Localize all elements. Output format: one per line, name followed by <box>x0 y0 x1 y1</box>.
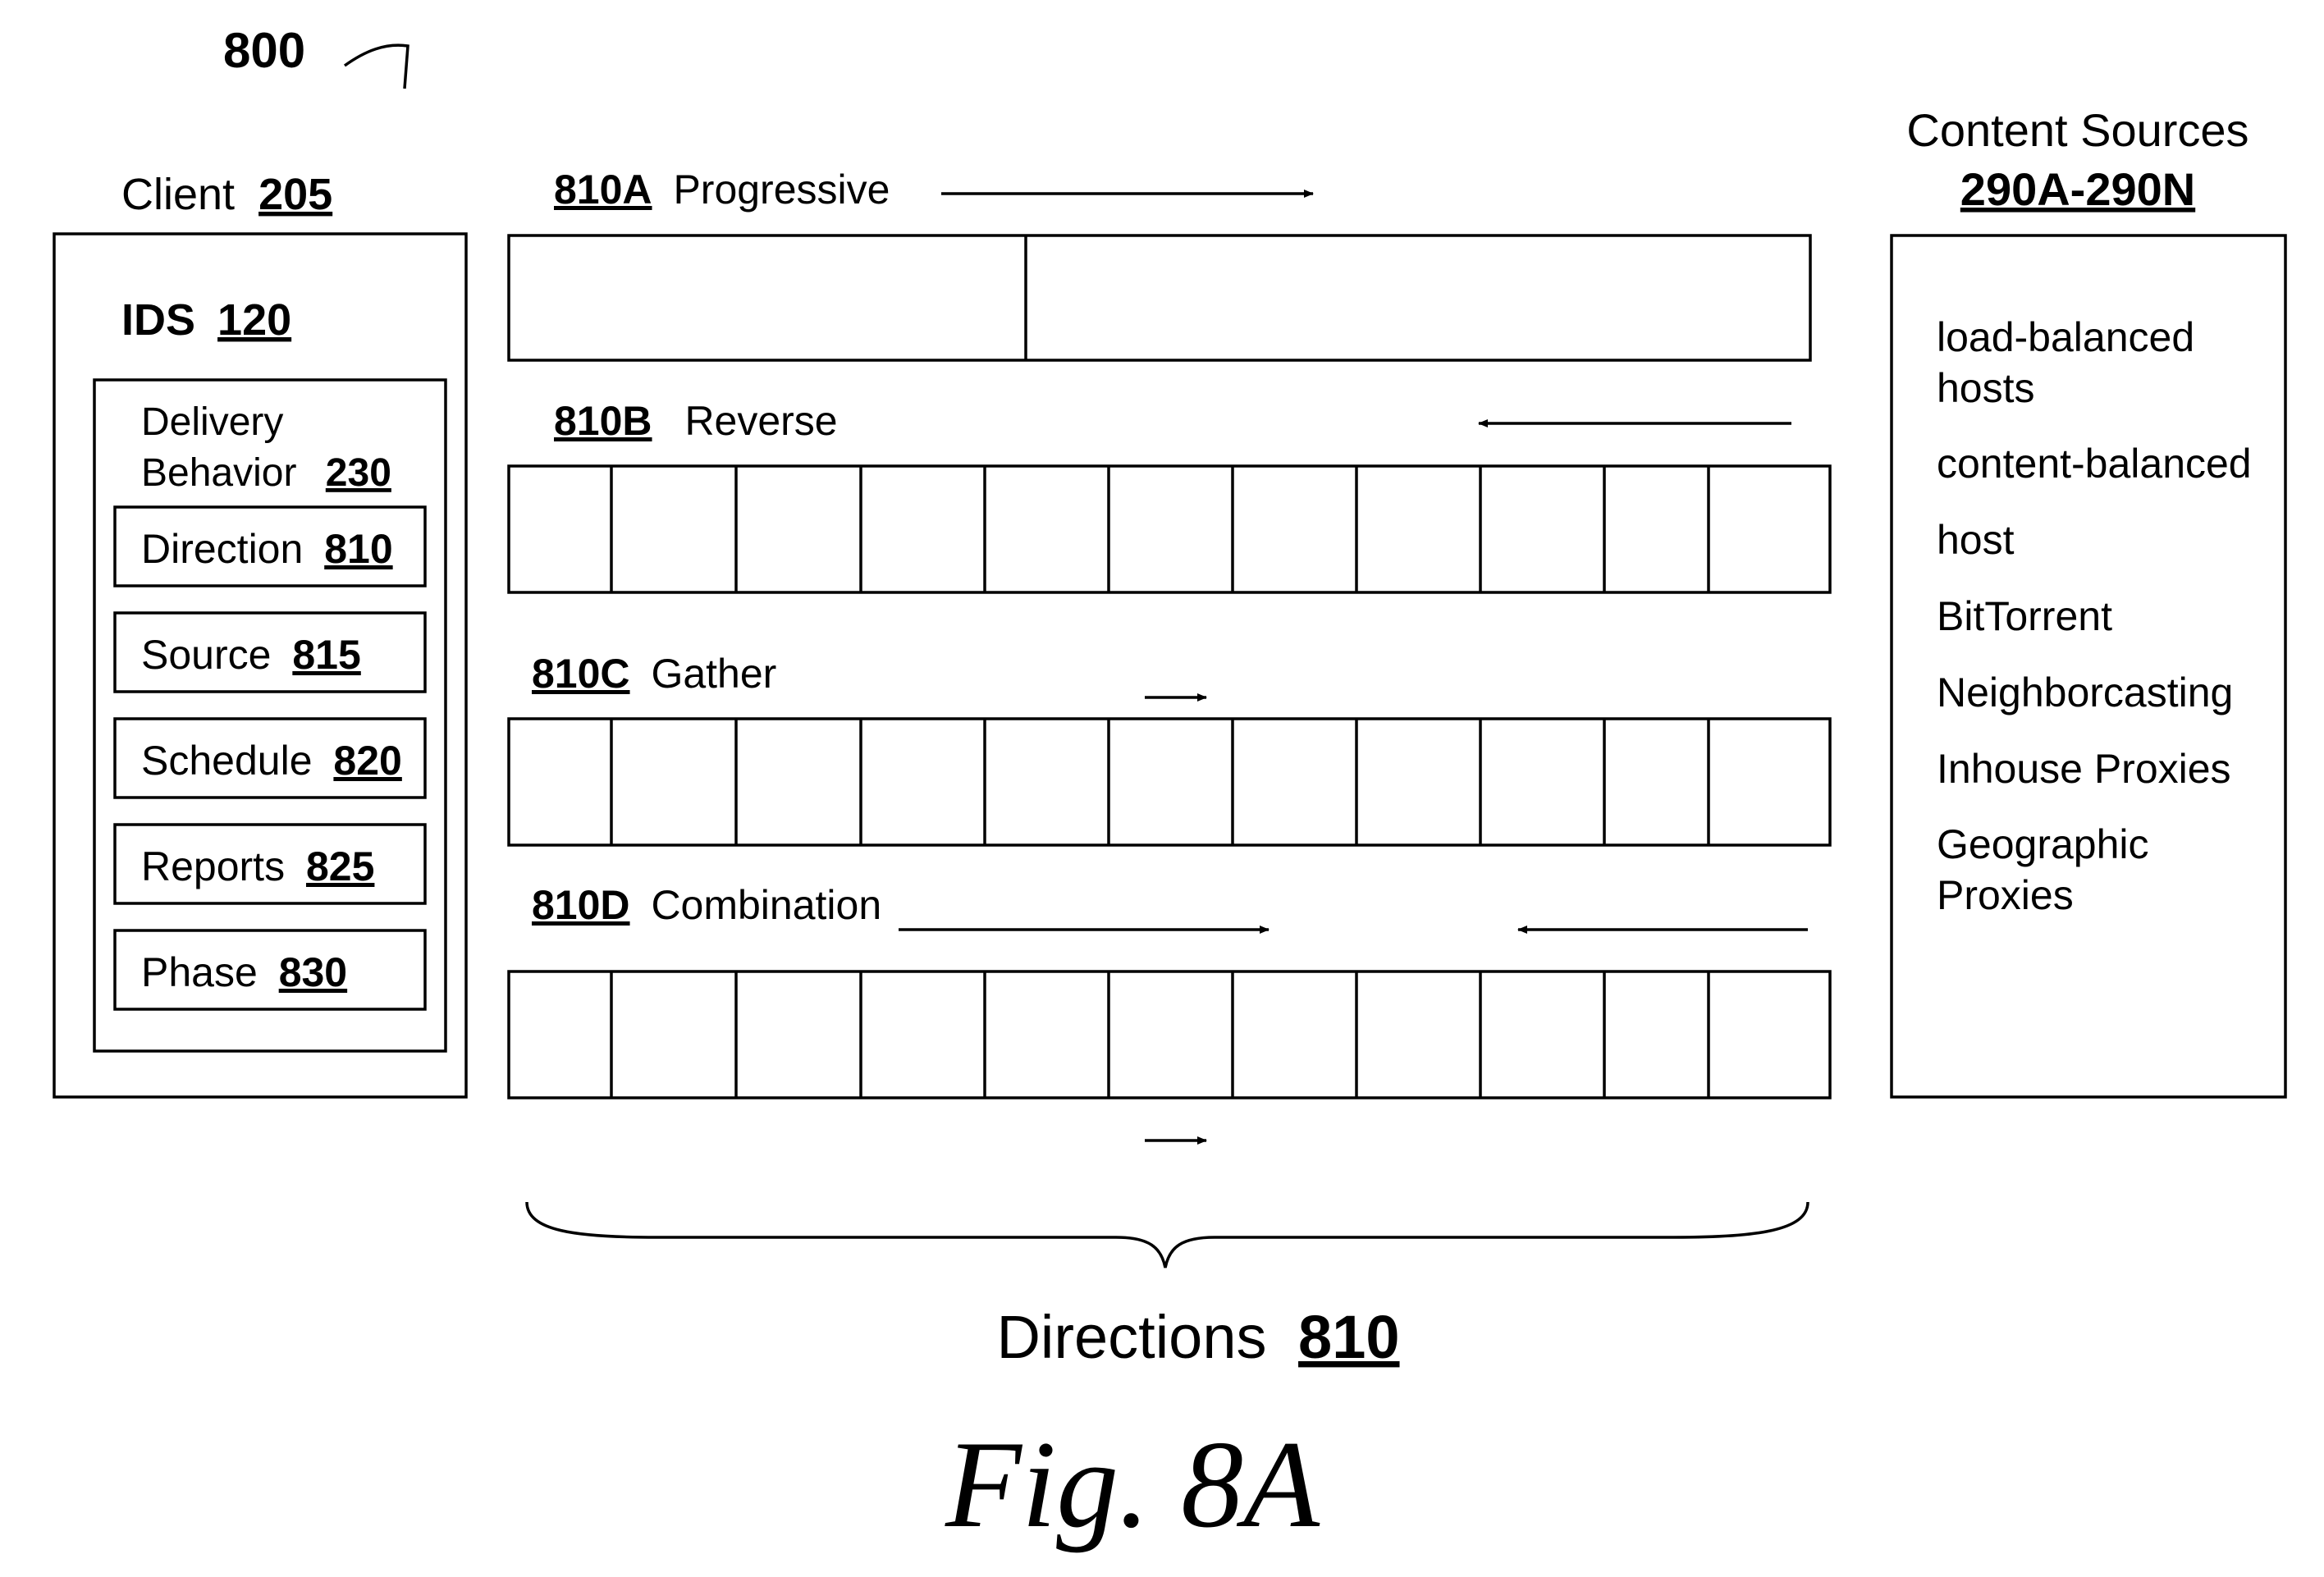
source-load-balanced-line2: hosts <box>1937 365 2035 411</box>
gather-title: 810C Gather <box>532 651 776 697</box>
delivery-behavior-ref: 230 <box>326 451 391 495</box>
progressive-bar <box>509 235 1810 360</box>
figure-ref-leader <box>345 45 408 89</box>
direction-item: Direction 810 <box>141 526 393 572</box>
reverse-ref: 810B <box>554 398 652 444</box>
source-geographic-line1: Geographic <box>1937 821 2149 867</box>
delivery-behavior-label: Behavior <box>141 451 296 495</box>
reports-ref: 825 <box>306 843 374 889</box>
gather-label: Gather <box>651 651 776 697</box>
direction-ref: 810 <box>324 526 392 572</box>
source-geographic-line2: Proxies <box>1937 872 2074 918</box>
reverse-title: 810B Reverse <box>554 398 838 444</box>
phase-item: Phase 830 <box>141 949 347 995</box>
combination-title: 810D Combination <box>532 882 881 928</box>
figure-caption: Fig. 8A <box>945 1415 1320 1553</box>
progressive-title: 810A Progressive <box>554 167 890 213</box>
reverse-segment-dividers <box>611 466 1709 592</box>
source-neighborcasting: Neighborcasting <box>1937 670 2233 715</box>
directions-brace-ref: 810 <box>1298 1303 1399 1371</box>
source-label: Source <box>141 632 271 678</box>
source-inhouse-proxies: Inhouse Proxies <box>1937 746 2231 792</box>
client-title-label: Client <box>121 170 235 219</box>
combination-ref: 810D <box>532 882 630 928</box>
source-ref: 815 <box>292 632 360 678</box>
source-load-balanced-line1: load-balanced <box>1937 314 2194 360</box>
gather-segment-dividers <box>611 719 1709 845</box>
ids-ref: 120 <box>217 295 291 345</box>
progressive-label: Progressive <box>673 167 890 213</box>
reverse-bar-outline <box>509 466 1830 592</box>
reverse-label: Reverse <box>684 398 837 444</box>
delivery-behavior-items: Direction 810 Source 815 Schedule 820 Re… <box>115 507 425 1009</box>
gather-bar <box>509 719 1830 845</box>
combination-label: Combination <box>651 882 881 928</box>
content-sources-title: Content Sources <box>1906 104 2249 156</box>
schedule-ref: 820 <box>333 738 401 784</box>
source-host: host <box>1937 517 2015 563</box>
source-item: Source 815 <box>141 632 361 678</box>
reverse-bar <box>509 466 1830 592</box>
phase-ref: 830 <box>279 949 347 995</box>
reports-label: Reports <box>141 843 285 889</box>
ids-title: IDS 120 <box>121 295 291 345</box>
direction-label: Direction <box>141 526 303 572</box>
client-title: Client 205 <box>121 170 332 219</box>
source-content-balanced: content-balanced <box>1937 441 2252 487</box>
directions-brace-label: Directions <box>996 1303 1266 1371</box>
delivery-behavior-title-line1: Delivery <box>141 400 283 444</box>
figure-ref-number: 800 <box>223 23 305 78</box>
reports-item: Reports 825 <box>141 843 374 889</box>
source-bittorrent: BitTorrent <box>1937 593 2112 639</box>
phase-label: Phase <box>141 949 258 995</box>
combination-bar-outline <box>509 971 1830 1098</box>
gather-ref: 810C <box>532 651 630 697</box>
client-ref: 205 <box>258 170 332 219</box>
schedule-label: Schedule <box>141 738 313 784</box>
delivery-behavior-title-line2: Behavior 230 <box>141 451 391 495</box>
progressive-ref: 810A <box>554 167 652 213</box>
schedule-item: Schedule 820 <box>141 738 402 784</box>
gather-bar-outline <box>509 719 1830 845</box>
combination-bar <box>509 971 1830 1098</box>
content-sources-list: load-balanced hosts content-balanced hos… <box>1937 314 2252 918</box>
directions-label: Directions 810 <box>996 1303 1399 1371</box>
content-sources-ref: 290A-290N <box>1960 163 2195 215</box>
ids-title-label: IDS <box>121 295 195 345</box>
directions-brace <box>527 1202 1808 1268</box>
combination-segment-dividers <box>611 971 1709 1098</box>
